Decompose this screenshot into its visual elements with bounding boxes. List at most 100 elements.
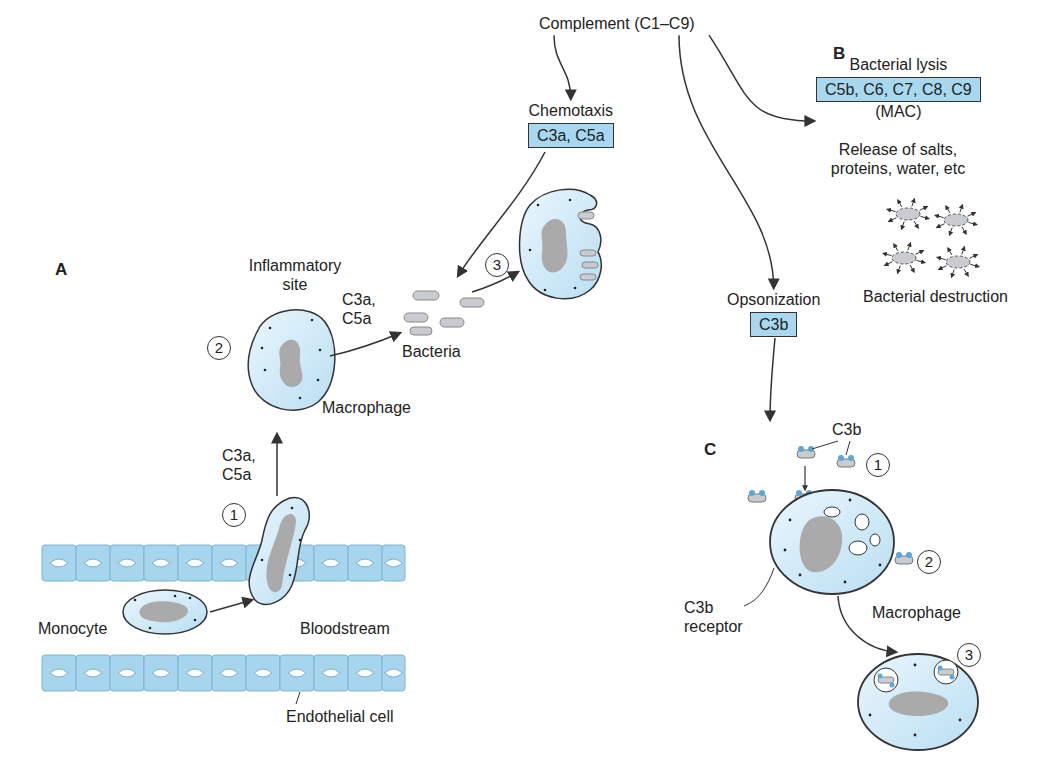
text-label: Release of salts, proteins, water, etc [809, 140, 987, 178]
endothelium [42, 545, 405, 691]
release-arrow [946, 206, 950, 213]
nucleus [800, 516, 843, 572]
release-arrow [935, 215, 944, 217]
endothelial-cell [144, 655, 178, 691]
component-pill: C5b, C6, C7, C8, C9 [816, 77, 981, 102]
cell-nucleus [118, 669, 136, 677]
callout-number: 2 [207, 336, 231, 360]
release-arrow [898, 200, 902, 207]
c3b-fragment [749, 490, 755, 496]
text-label: Bacteria [402, 342, 461, 361]
cell-nucleus [385, 669, 403, 677]
nucleus [279, 340, 302, 387]
cell-nucleus [84, 559, 102, 567]
node-text: Bacterial lysis [849, 56, 947, 73]
text-row: Opsonization [727, 290, 820, 309]
cell-nucleus [220, 669, 238, 677]
lysed-bacterium [896, 208, 920, 220]
node-text: (MAC) [875, 103, 921, 120]
flow-arrow [804, 466, 805, 490]
release-arrow [910, 265, 914, 272]
callout-number: 3 [485, 253, 509, 277]
nucleus [541, 219, 567, 272]
cell-nucleus [220, 559, 238, 567]
cell-nucleus [50, 669, 68, 677]
lysed-bacterium [892, 252, 916, 264]
component-pill: C3a, C5a [528, 123, 614, 148]
release-arrow [970, 264, 979, 266]
c3b-fragment [796, 490, 802, 496]
c3b-fragment [848, 455, 854, 461]
lysed-bacterium [946, 256, 970, 268]
node-text: Complement (C1–C9) [539, 15, 695, 32]
endothelial-cell [42, 655, 76, 691]
release-arrow [883, 253, 892, 255]
cell-nucleus [152, 669, 170, 677]
granules [261, 319, 322, 400]
endothelial-cell [382, 655, 405, 691]
leader-line [744, 568, 774, 606]
release-arrow [889, 218, 897, 222]
bacteria [578, 212, 598, 280]
release-arrow [951, 270, 954, 278]
text-row: C5b, C6, C7, C8, C9 [816, 74, 981, 102]
phagosomes [874, 660, 958, 692]
granules [529, 199, 577, 292]
macrophage-cell [770, 490, 894, 594]
node-text: Opsonization [727, 291, 820, 308]
release-arrow [949, 228, 952, 236]
granules [134, 595, 197, 630]
release-arrow [908, 243, 911, 251]
endothelial-cell [348, 545, 382, 581]
callout-number: 1 [222, 503, 246, 527]
cell-nucleus [254, 669, 272, 677]
bacteria [878, 669, 954, 683]
c3b-fragment [838, 455, 844, 461]
flow-arrow [276, 434, 278, 496]
leader-line [296, 692, 300, 704]
callout-number: 3 [957, 643, 981, 667]
endothelial-cell [382, 545, 405, 581]
release-arrow [885, 262, 893, 266]
text-row: (MAC) [816, 102, 981, 121]
release-arrow [937, 257, 946, 259]
text-label: Endothelial cell [286, 707, 394, 726]
granules [784, 499, 882, 584]
nucleus [266, 514, 296, 592]
text-label: Monocyte [38, 619, 107, 638]
endothelial-cell [110, 545, 144, 581]
text-label: Bacterial destruction [863, 287, 1008, 306]
release-arrow [960, 205, 963, 213]
panel-letter: A [55, 260, 67, 280]
cell-nucleus [356, 559, 374, 567]
endothelial-cell [42, 545, 76, 581]
text-label: C3a, C5a [342, 290, 376, 328]
endothelial-cell [212, 545, 246, 581]
c3b-fragments [878, 666, 955, 688]
flow-arrow [770, 338, 775, 420]
cell-nucleus [118, 559, 136, 567]
connector-arrow [554, 35, 571, 99]
component-pill: C3b [750, 312, 797, 337]
release-arrow [915, 251, 923, 255]
release-arrow [962, 227, 966, 234]
connector-arrow [709, 35, 814, 121]
callout-number: 2 [917, 550, 941, 574]
text-row: Chemotaxis [528, 101, 614, 120]
migrating-cell [249, 498, 309, 605]
release-arrow [916, 260, 925, 262]
endothelial-cell [314, 545, 348, 581]
c3b-fragment [896, 552, 902, 558]
system-title-node: Complement (C1–C9) [539, 14, 695, 33]
cell-nucleus [186, 559, 204, 567]
text-label: C3b [832, 420, 861, 439]
cell-nucleus [356, 669, 374, 677]
release-arrow [967, 213, 975, 217]
endothelial-cell [178, 545, 212, 581]
nucleus [889, 692, 948, 717]
release-arrow [912, 199, 915, 207]
c3b-fragment [759, 490, 765, 496]
release-arrow [962, 247, 965, 255]
cell-nucleus [288, 669, 306, 677]
